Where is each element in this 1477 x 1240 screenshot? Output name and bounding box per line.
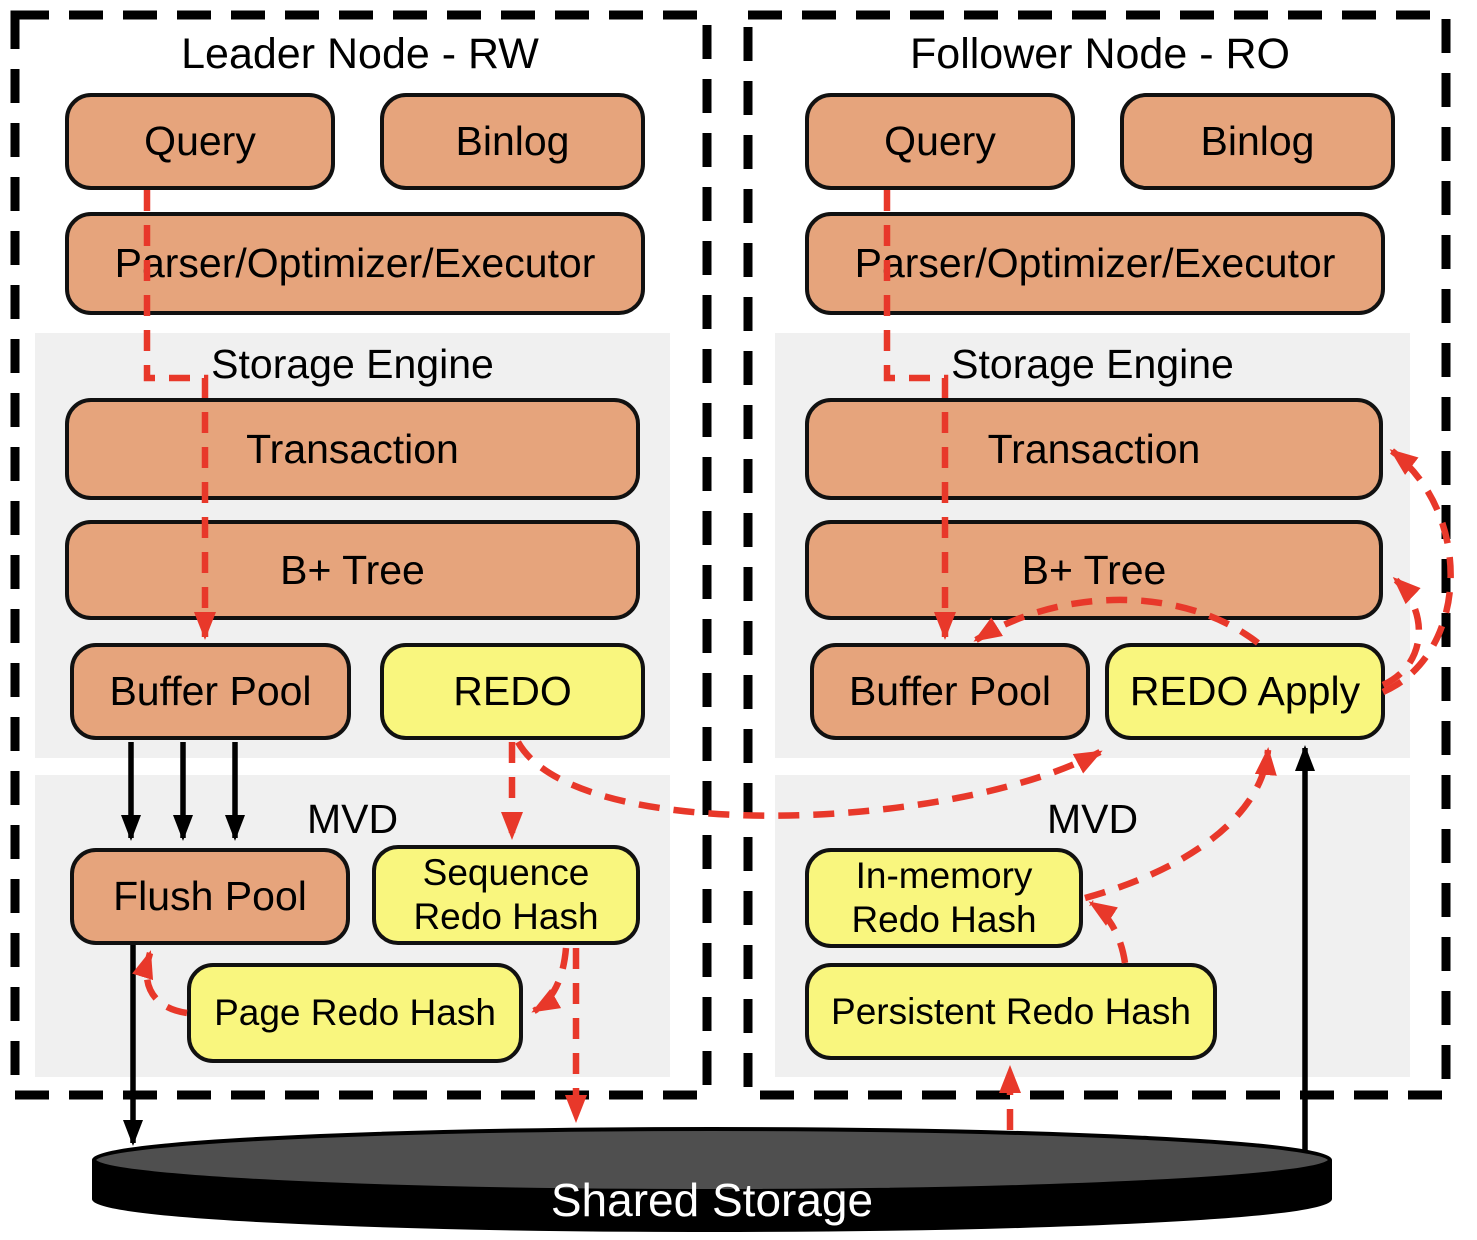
leader-btree-box: B+ Tree: [65, 520, 640, 620]
leader-parser-box: Parser/Optimizer/Executor: [65, 212, 645, 315]
follower-in-memory-redo-hash-box: In-memory Redo Hash: [805, 848, 1083, 948]
follower-persistent-redo-hash-box: Persistent Redo Hash: [805, 963, 1217, 1060]
shared-storage-cylinder: Shared Storage: [92, 1127, 1332, 1232]
leader-node-title: Leader Node - RW: [181, 30, 539, 78]
leader-page-redo-hash-box: Page Redo Hash: [187, 963, 523, 1063]
leader-buffer-pool-box: Buffer Pool: [70, 643, 351, 740]
follower-btree-box: B+ Tree: [805, 520, 1383, 620]
cylinder-body: [92, 1159, 1332, 1232]
cylinder-top: [92, 1127, 1332, 1193]
follower-binlog-box: Binlog: [1120, 93, 1395, 190]
leader-query-box: Query: [65, 93, 335, 190]
leader-flush-pool-box: Flush Pool: [70, 848, 350, 945]
follower-mvd-label: MVD: [1046, 796, 1139, 842]
shared-storage-label: Shared Storage: [551, 1174, 873, 1226]
follower-parser-box: Parser/Optimizer/Executor: [805, 212, 1385, 315]
follower-buffer-pool-box: Buffer Pool: [810, 643, 1090, 740]
follower-storage-engine-label: Storage Engine: [951, 341, 1234, 387]
follower-transaction-box: Transaction: [805, 398, 1383, 500]
leader-mvd-label: MVD: [306, 796, 399, 842]
leader-transaction-box: Transaction: [65, 398, 640, 500]
follower-redo-apply-box: REDO Apply: [1105, 643, 1385, 740]
follower-node-title: Follower Node - RO: [910, 30, 1290, 78]
leader-redo-box: REDO: [380, 643, 645, 740]
follower-query-box: Query: [805, 93, 1075, 190]
leader-binlog-box: Binlog: [380, 93, 645, 190]
leader-storage-engine-label: Storage Engine: [211, 341, 494, 387]
leader-sequence-redo-hash-box: Sequence Redo Hash: [372, 845, 640, 945]
